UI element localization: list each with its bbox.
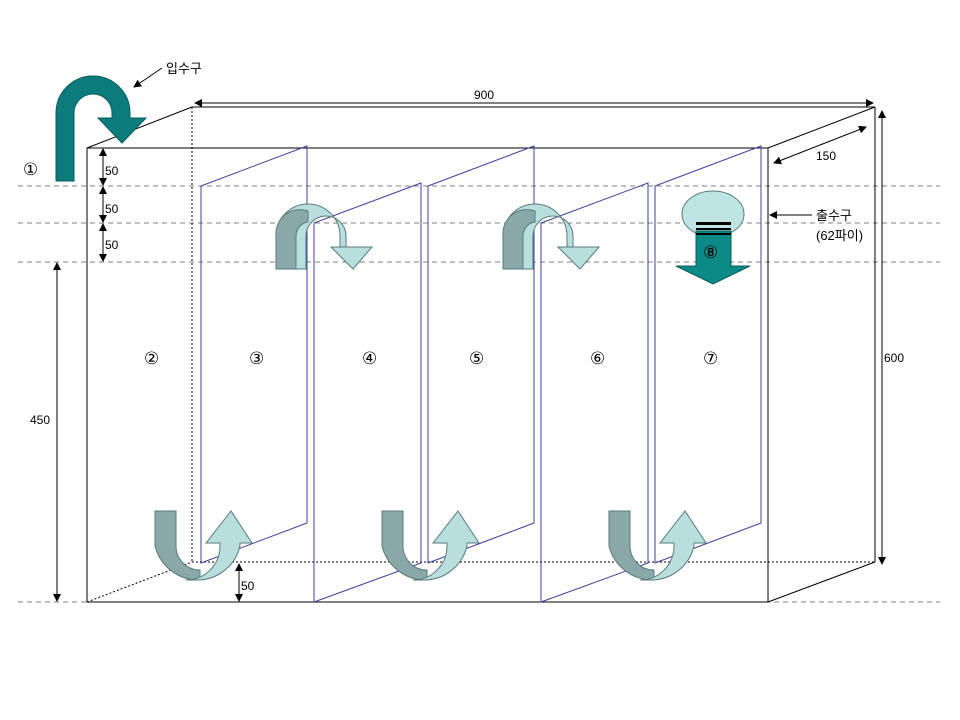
outlet-pipe-band-1 — [696, 222, 731, 225]
tank-box — [86, 106, 876, 603]
dimension-lines — [53, 67, 886, 602]
outlet-pipe-band-2 — [696, 228, 731, 230]
tank-top-right-edge — [767, 106, 876, 149]
flow-over-arrow-icon — [275, 203, 374, 270]
chamber-number-7: ⑦ — [703, 349, 718, 368]
flow-under-arrow-icon — [154, 510, 253, 581]
outlet-label-line1: 출수구 — [816, 208, 852, 223]
chamber-number-6: ⑥ — [590, 349, 605, 368]
inlet-pointer-line — [133, 67, 163, 88]
chamber-number-1: ① — [23, 160, 38, 179]
u-turn-down-arrow-icon — [55, 75, 148, 182]
chamber-number-4: ④ — [362, 349, 377, 368]
down-arrow-icon — [675, 230, 751, 285]
dim-bottom-gap-label: 50 — [241, 579, 255, 593]
inlet-label: 입수구 — [166, 61, 202, 76]
tank-front-face — [86, 147, 769, 603]
baffle-bottom-1 — [313, 182, 422, 603]
chamber-number-2: ② — [144, 349, 159, 368]
tank-bottom-right-edge — [767, 561, 876, 603]
baffle-top-3 — [654, 145, 762, 564]
flow-over-arrow-icon — [502, 203, 601, 270]
dim-gap-1-label: 50 — [105, 164, 119, 178]
chamber-number-5: ⑤ — [469, 349, 484, 368]
baffles — [200, 145, 762, 603]
dim-depth-label: 150 — [816, 149, 836, 163]
dim-height-label: 600 — [884, 351, 904, 365]
dim-lower-height-label: 450 — [30, 413, 50, 427]
flow-under-arrow-icon — [608, 510, 707, 581]
outlet-cap — [681, 190, 745, 238]
baffle-top-2 — [427, 145, 535, 564]
outlet-label-line2: (62파이) — [816, 228, 863, 243]
tank-top-left-edge — [86, 106, 193, 149]
outlet-fitting — [675, 190, 751, 285]
dim-depth-line — [773, 125, 867, 165]
outlet-pipe-band-3 — [696, 233, 731, 235]
dim-length-label: 900 — [474, 88, 494, 102]
flow-under-arrow-icon — [381, 510, 480, 581]
baffle-top-1 — [200, 145, 308, 564]
chamber-number-8: ⑧ — [703, 243, 718, 262]
dim-gap-2-label: 50 — [105, 202, 119, 216]
dim-gap-3-label: 50 — [105, 238, 119, 252]
chamber-number-3: ③ — [249, 349, 264, 368]
baffle-bottom-2 — [540, 182, 649, 603]
